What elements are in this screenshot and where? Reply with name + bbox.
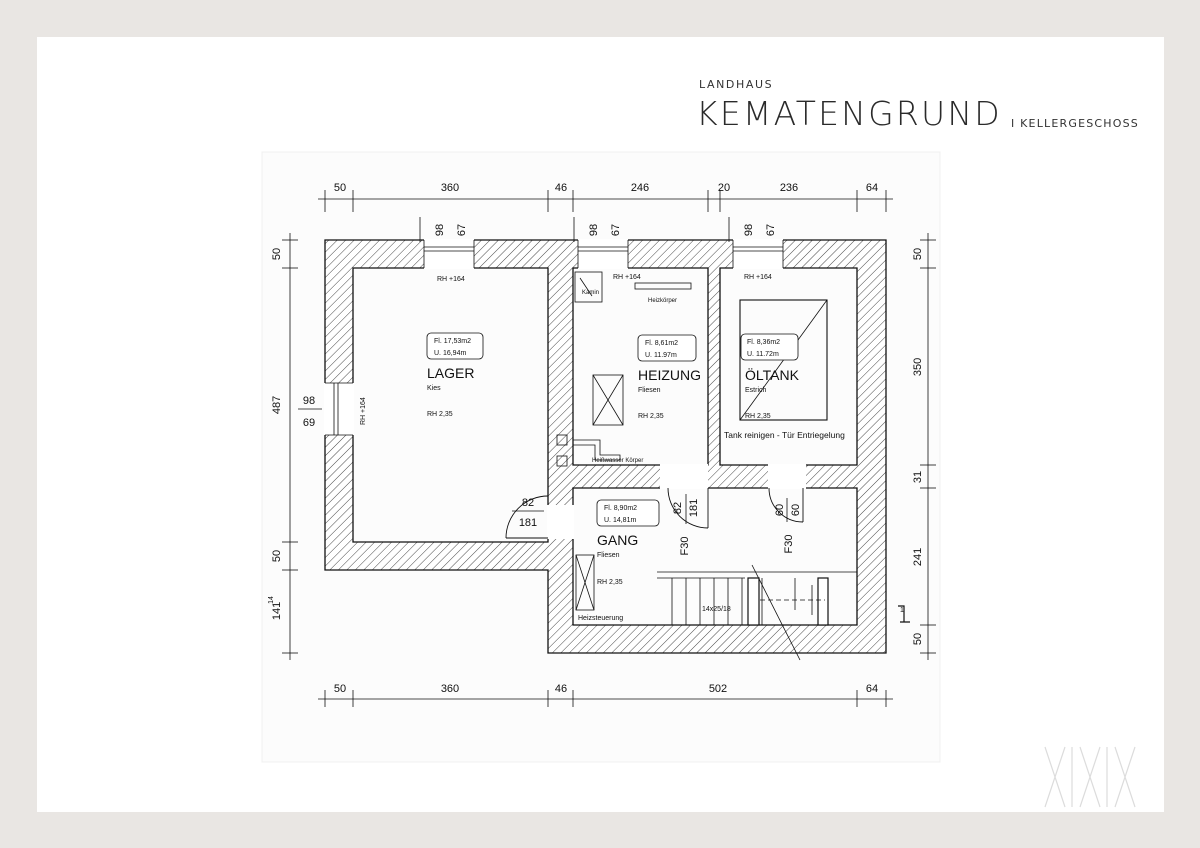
monogram-logo-icon (1044, 746, 1136, 808)
stairs (657, 564, 858, 661)
gang-floor: Fliesen (597, 552, 620, 559)
walls (324, 239, 887, 654)
window-1-width: 98 (434, 224, 446, 236)
door-lager-width: 82 (522, 497, 534, 509)
dim-left-2: 487 (271, 396, 283, 414)
dim-top-2: 360 (441, 182, 459, 194)
dim-right-3: 31 (912, 471, 924, 483)
oeltank-name: ÖLTANK (745, 366, 800, 383)
dim-left-4: 141 (271, 602, 283, 620)
dim-right-1: 50 (912, 248, 924, 260)
heizsteuerung-symbol (575, 554, 595, 611)
heizsteuerung-label: Heizsteuerung (578, 615, 623, 622)
oeltank-perimeter: U. 11.72m (747, 351, 779, 358)
sill-height-oeltank: RH +164 (744, 274, 772, 281)
heizkoerper-symbol (634, 282, 692, 290)
door-opening-oeltank (768, 464, 806, 489)
dim-top-3: 46 (555, 182, 567, 194)
dim-right-4: 241 (912, 548, 924, 566)
sill-height-heizung: RH +164 (613, 274, 641, 281)
lager-perimeter: U. 16,94m (434, 350, 466, 357)
sill-height-left: RH +164 (360, 397, 367, 425)
door-oeltank-height: 60 (790, 504, 802, 516)
boiler-symbol (592, 374, 624, 426)
window-opening-left (324, 383, 354, 435)
heizung-perimeter: U. 11.97m (645, 352, 677, 359)
lager-height: RH 2,35 (427, 411, 453, 418)
brand-subtitle: LANDHAUS (699, 78, 774, 91)
fire-door-2: F30 (783, 535, 795, 554)
dim-left-3: 50 (271, 550, 283, 562)
door-opening-lager (547, 505, 574, 539)
heizkoerper-label: Heizkörper (648, 298, 677, 304)
fire-door-1: F30 (679, 537, 691, 556)
gang-name: GANG (597, 532, 638, 548)
doors (505, 487, 804, 539)
dim-bottom-5: 64 (866, 683, 878, 695)
window-3-height: 67 (765, 224, 777, 236)
brand-title: KEMATENGRUND (696, 94, 1002, 133)
oeltank-area: Fl. 8,36m2 (747, 339, 780, 346)
door-lager-height: 181 (519, 517, 537, 529)
dim-bottom-3: 46 (555, 683, 567, 695)
window-2-width: 98 (588, 224, 600, 236)
north-marker: 1 (900, 607, 904, 614)
dim-right-2: 350 (912, 358, 924, 376)
heizung-area: Fl. 8,61m2 (645, 340, 678, 347)
lager-floor: Kies (427, 385, 441, 392)
gang-area: Fl. 8,90m2 (604, 505, 637, 512)
gang-perimeter: U. 14,81m (604, 517, 636, 524)
window-opening-1 (424, 239, 474, 269)
dim-left-5: 14 (268, 596, 275, 604)
heizung-floor: Fliesen (638, 387, 661, 394)
window-2-height: 67 (610, 224, 622, 236)
window-left-width: 98 (303, 395, 315, 407)
kamin-label: Kamin (582, 290, 599, 296)
door-heizung-height: 181 (688, 499, 700, 517)
oeltank-floor: Estrich (745, 387, 767, 394)
dim-top-5: 20 (718, 182, 730, 194)
oeltank-height: RH 2,35 (745, 413, 771, 420)
door-oeltank-width: 60 (774, 504, 786, 516)
window-opening-3 (733, 239, 783, 269)
dim-top-4: 246 (631, 182, 649, 194)
dim-bottom-4: 502 (709, 683, 727, 695)
lager-area: Fl. 17,53m2 (434, 338, 471, 345)
sill-height-lager: RH +164 (437, 276, 465, 283)
dim-right-5: 50 (912, 633, 924, 645)
room-info-boxes (426, 332, 799, 527)
dim-top-6: 236 (780, 182, 798, 194)
window-3-width: 98 (743, 224, 755, 236)
lager-name: LAGER (427, 365, 474, 381)
oeltank-symbol (739, 299, 828, 421)
window-opening-2 (578, 239, 628, 269)
window-1-height: 67 (456, 224, 468, 236)
window-frames (325, 240, 784, 436)
door-heizung-width: 82 (672, 502, 684, 514)
dim-top-7: 64 (866, 182, 878, 194)
stair-label: 14x25/18 (702, 606, 731, 613)
dim-bottom-2: 360 (441, 683, 459, 695)
tank-note: Tank reinigen - Tür Entriegelung (724, 430, 845, 440)
kamin-symbol (574, 271, 603, 303)
dim-bottom-1: 50 (334, 683, 346, 695)
heizung-unit-label: Heißwasser Körper (592, 458, 643, 464)
heizung-name: HEIZUNG (638, 367, 701, 383)
gang-height: RH 2,35 (597, 579, 623, 586)
dim-left-1: 50 (271, 248, 283, 260)
window-left-height: 69 (303, 417, 315, 429)
heizung-height: RH 2,35 (638, 413, 664, 420)
dimension-lines (282, 190, 936, 707)
dim-top-1: 50 (334, 182, 346, 194)
door-opening-heizung (660, 464, 708, 489)
floor-section-label: I KELLERGESCHOSS (1011, 117, 1139, 130)
